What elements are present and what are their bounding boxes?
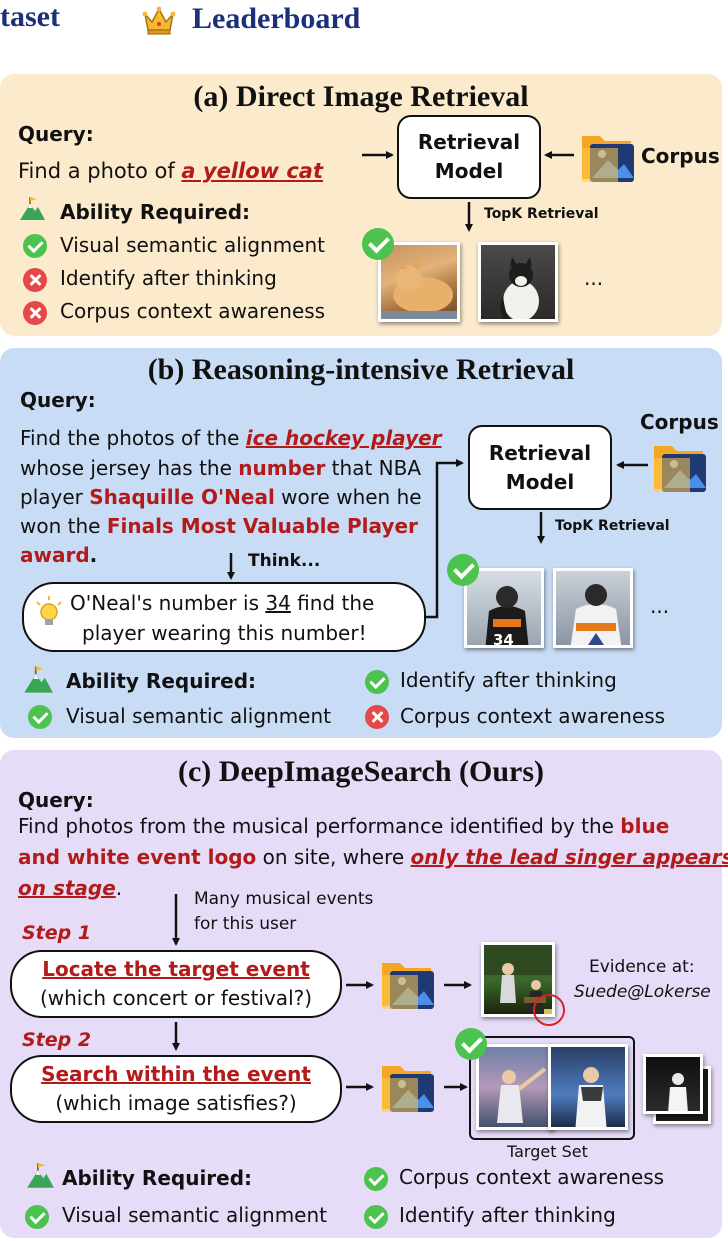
panel-b-ability-label: Ability Required:: [66, 669, 257, 693]
mountain-flag-icon: [25, 1162, 55, 1194]
check-icon: [23, 234, 47, 258]
panel-a-title: (a) Direct Image Retrieval: [193, 80, 529, 113]
panel-b-query-line: whose jersey has the number that NBA: [20, 456, 422, 480]
panel-a-ability-label: Ability Required:: [60, 200, 251, 224]
hockey-photo-2[interactable]: [553, 568, 633, 648]
more-results-a: ...: [584, 266, 604, 290]
step1-box: [10, 950, 342, 1018]
ability-item: Identify after thinking: [399, 1203, 616, 1227]
leaderboard-label: Leaderboard: [192, 2, 361, 35]
thought-bubble: [22, 582, 426, 652]
stacked-photo-front[interactable]: [643, 1054, 703, 1114]
ability-item: Corpus context awareness: [399, 1165, 665, 1189]
step2-box: [10, 1055, 342, 1123]
check-icon: [447, 554, 479, 586]
concert-photo-evidence[interactable]: [481, 942, 555, 1017]
ability-item: Identify after thinking: [400, 668, 617, 692]
panel-b-query-label: Query:: [20, 388, 96, 412]
panel-c-query-label: Query:: [18, 788, 94, 812]
jersey-number-text: 34: [493, 631, 514, 648]
note-line1: Many musical events: [194, 889, 374, 909]
panel-c-ability-label: Ability Required:: [62, 1166, 253, 1190]
cat-photo-yellow[interactable]: [378, 242, 460, 322]
panel-c-query-line: on stage.: [18, 876, 123, 900]
arrow-thought-to-model: [426, 459, 464, 619]
ability-item: Visual semantic alignment: [66, 704, 331, 728]
check-icon: [28, 705, 52, 729]
corpus-folder-icon: [652, 438, 708, 500]
corpus-folder-icon: [380, 1058, 436, 1120]
panel-b-query-line: Find the photos of the ice hockey player: [20, 426, 442, 450]
cross-icon: [23, 268, 47, 292]
panel-a-query-label: Query:: [18, 122, 94, 146]
query-highlight: a yellow cat: [181, 159, 324, 183]
ability-item: Corpus context awareness: [60, 299, 326, 323]
note-line2: for this user: [194, 914, 297, 934]
evidence-value: Suede@Lokerse: [574, 982, 711, 1002]
check-icon: [364, 1205, 388, 1229]
panel-b-title: (b) Reasoning-intensive Retrieval: [147, 353, 575, 386]
panel-c-query-line: Find photos from the musical performance…: [18, 814, 670, 838]
think-label: Think...: [248, 551, 321, 571]
corpus-folder-icon: [380, 955, 436, 1017]
more-results-b: ...: [650, 594, 670, 618]
panel-b-query-line: won the Finals Most Valuable Player: [20, 514, 418, 538]
cat-photo-tuxedo[interactable]: [478, 242, 558, 322]
target-set-frame: [469, 1036, 635, 1140]
step1-title: Locate the target event: [42, 957, 310, 981]
crown-icon: [142, 6, 176, 35]
check-icon: [365, 670, 389, 694]
corpus-folder-icon: [580, 128, 636, 190]
step2-subtitle: (which image satisfies?): [55, 1091, 297, 1115]
ability-item: Visual semantic alignment: [60, 233, 325, 257]
thought-line2: player wearing this number!: [82, 621, 367, 645]
step2-label: Step 2: [22, 1029, 92, 1051]
mountain-flag-icon: [18, 196, 46, 226]
ability-item: Visual semantic alignment: [62, 1203, 327, 1227]
check-icon: [25, 1205, 49, 1229]
topk-label-b: TopK Retrieval: [555, 518, 670, 534]
target-photo-2[interactable]: [548, 1044, 628, 1130]
cross-icon: [23, 301, 47, 325]
corpus-label-a: Corpus: [641, 144, 720, 168]
target-set-label: Target Set: [507, 1142, 588, 1161]
check-icon: [455, 1028, 487, 1060]
evidence-label: Evidence at:: [589, 957, 695, 977]
hockey-photo-1[interactable]: 34: [464, 568, 544, 648]
panel-a-query: Find a photo of a yellow cat: [18, 159, 324, 183]
panel-c-title: (c) DeepImageSearch (Ours): [177, 755, 545, 788]
lightbulb-icon: [36, 596, 62, 634]
cross-icon: [365, 705, 389, 729]
ability-item: Identify after thinking: [60, 266, 277, 290]
dataset-link[interactable]: taset: [0, 0, 60, 33]
step2-title: Search within the event: [41, 1062, 311, 1086]
step1-label: Step 1: [22, 922, 92, 944]
thought-line1: O'Neal's number is 34 find the: [70, 591, 375, 615]
panel-reasoning-retrieval: [0, 348, 722, 738]
step1-subtitle: (which concert or festival?): [39, 986, 313, 1010]
corpus-label-b: Corpus: [640, 410, 719, 434]
check-icon: [364, 1167, 388, 1191]
panel-c-query-line: and white event logo on site, where only…: [18, 845, 728, 869]
topk-label-a: TopK Retrieval: [484, 206, 599, 222]
panel-direct-retrieval: [0, 74, 722, 336]
mountain-flag-icon: [22, 665, 54, 699]
check-icon: [362, 228, 394, 260]
panel-b-query-line: player Shaquille O'Neal wore when he: [20, 485, 422, 509]
target-photo-1[interactable]: [476, 1044, 554, 1130]
ability-item: Corpus context awareness: [400, 704, 666, 728]
panel-b-query-line: award.: [20, 543, 98, 567]
